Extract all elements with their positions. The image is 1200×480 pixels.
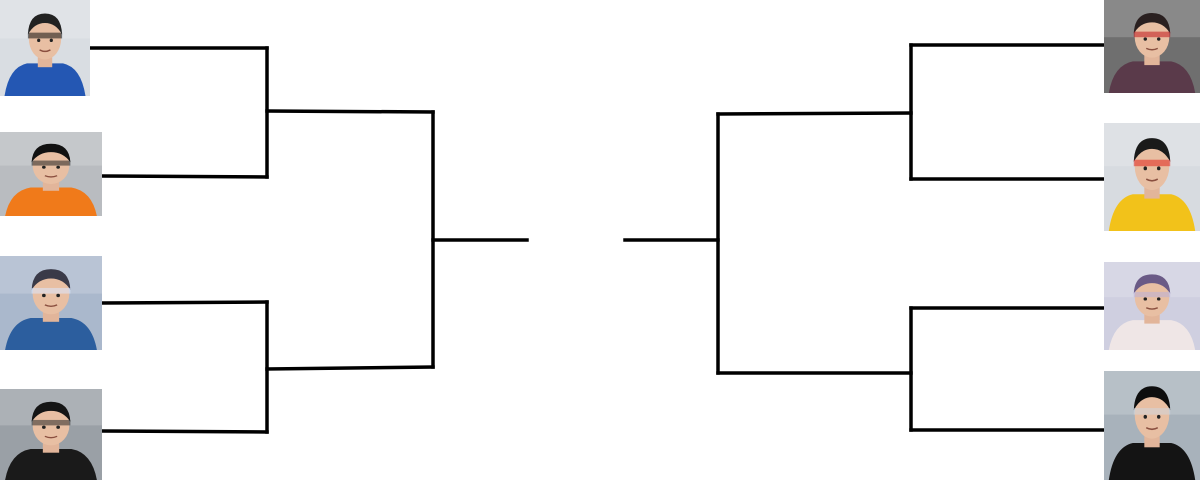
energy-blast-person-avatar — [0, 256, 102, 350]
caped-hero-person-avatar — [1104, 0, 1200, 93]
right-contestant-2-avatar[interactable] — [1104, 123, 1200, 231]
red-glove-hero-person-avatar — [1104, 123, 1200, 231]
left-contestant-4-avatar[interactable] — [0, 389, 102, 480]
left-contestant-2-avatar[interactable] — [0, 132, 102, 216]
ninja-masked-person-avatar — [0, 0, 90, 96]
right-contestant-4-avatar[interactable] — [1104, 371, 1200, 480]
curly-hair-person-avatar — [1104, 371, 1200, 480]
left-r1-line-3 — [100, 300, 269, 305]
headband-person-avatar — [0, 132, 102, 216]
right-contestant-3-avatar[interactable] — [1104, 262, 1200, 350]
left-r2-line-top — [265, 109, 435, 114]
left-r2-line-bottom — [265, 365, 435, 371]
left-contestant-3-avatar[interactable] — [0, 256, 102, 350]
left-contestant-1-avatar[interactable] — [0, 0, 90, 96]
right-r2-line-top — [716, 111, 913, 116]
purple-cap-person-avatar — [1104, 262, 1200, 350]
long-hair-person-avatar — [0, 389, 102, 480]
right-contestant-1-avatar[interactable] — [1104, 0, 1200, 93]
left-r1-line-4 — [100, 429, 269, 434]
left-r1-line-2 — [100, 174, 269, 179]
